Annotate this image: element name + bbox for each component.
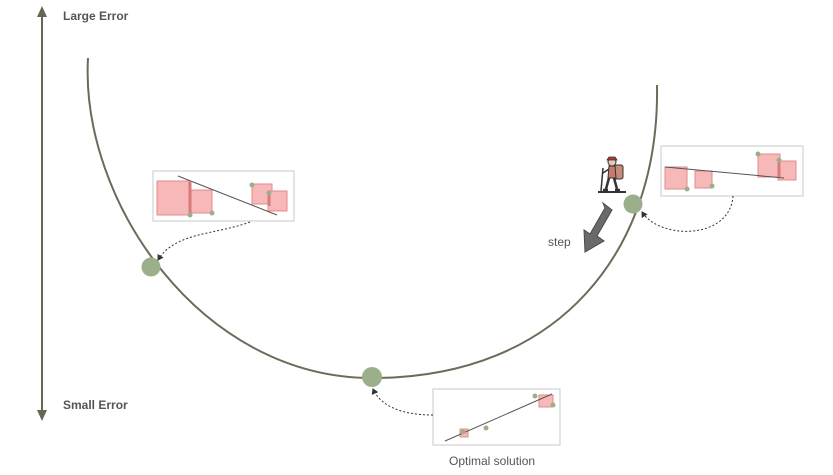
curve-point-optimal bbox=[362, 367, 382, 387]
curve-point-right bbox=[623, 194, 643, 214]
connector-optimal bbox=[371, 388, 434, 416]
optimal-solution-label: Optimal solution bbox=[449, 454, 535, 468]
large-error-label: Large Error bbox=[63, 9, 129, 23]
curve-point-left bbox=[141, 257, 161, 277]
connector-right bbox=[641, 195, 734, 232]
step-arrow-icon bbox=[583, 201, 613, 253]
small-error-label: Small Error bbox=[63, 398, 128, 412]
error-axis bbox=[37, 6, 47, 421]
hiker-icon bbox=[598, 156, 626, 193]
inset-left bbox=[152, 170, 295, 222]
inset-optimal bbox=[432, 388, 561, 446]
connector-left bbox=[157, 221, 251, 261]
step-label: step bbox=[548, 235, 571, 249]
inset-right bbox=[660, 145, 804, 197]
